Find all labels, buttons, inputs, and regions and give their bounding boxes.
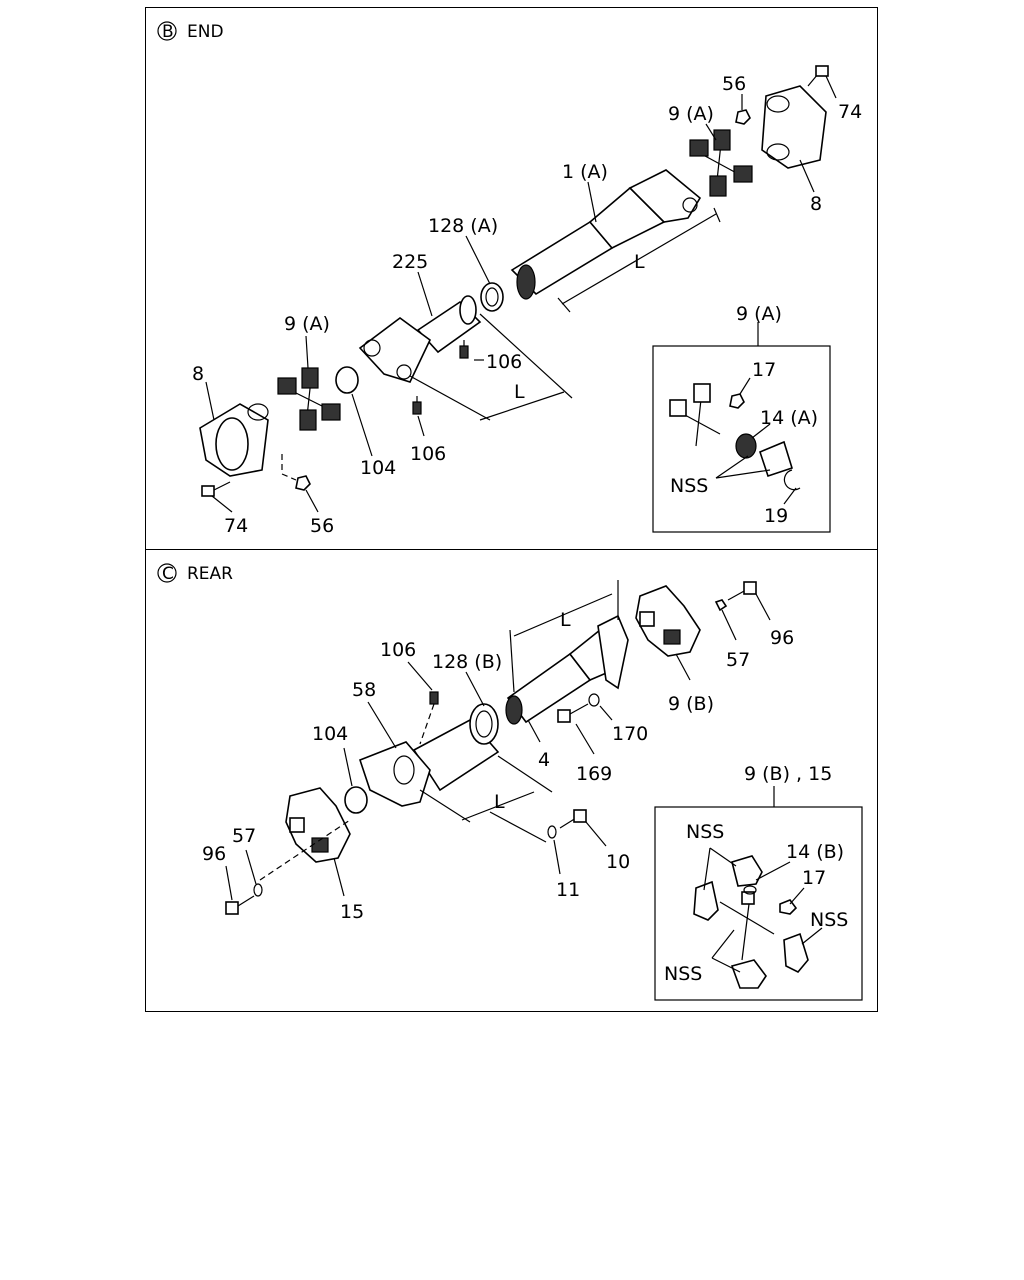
propeller-shaft-1a <box>510 169 702 300</box>
inset-9a <box>652 322 831 533</box>
section-divider <box>145 549 878 550</box>
label-8-top: 8 <box>810 193 822 215</box>
label-169: 169 <box>576 763 612 785</box>
label-17-inset-a: 17 <box>752 359 776 381</box>
bolt-96-top <box>727 581 757 601</box>
inset-9a-title: 9 (A) <box>736 303 782 325</box>
dimension-l-rear-lower <box>419 755 553 843</box>
label-56-bottom: 56 <box>310 515 334 537</box>
section-end-title: END <box>187 22 224 42</box>
label-106-upper: 106 <box>486 351 522 373</box>
bolt-96-bottom <box>225 895 255 915</box>
flange-yoke-8-left <box>199 403 269 477</box>
inset-9b-15-title: 9 (B) , 15 <box>744 763 832 785</box>
label-106-rear: 106 <box>380 639 416 661</box>
dimension-l-rear-upper <box>509 580 619 693</box>
label-4: 4 <box>538 749 550 771</box>
label-l-upper: L <box>634 251 645 273</box>
label-96-bottom: 96 <box>202 843 226 865</box>
label-74-bottom: 74 <box>224 515 248 537</box>
label-128b: 128 (B) <box>432 651 502 673</box>
slip-yoke-225 <box>358 295 482 383</box>
label-nss-inset-b-2: NSS <box>810 909 848 931</box>
bolt-169 <box>557 703 589 723</box>
seal-128a <box>480 282 504 312</box>
universal-joint-9a-left <box>277 367 341 431</box>
label-170: 170 <box>612 723 648 745</box>
label-9b: 9 (B) <box>668 693 714 715</box>
label-nss-inset-a: NSS <box>670 475 708 497</box>
label-104-end: 104 <box>360 457 396 479</box>
label-106-lower: 106 <box>410 443 446 465</box>
washer-11 <box>547 825 557 839</box>
label-57-top: 57 <box>726 649 750 671</box>
grease-fitting-106-rear <box>419 691 439 745</box>
flange-yoke-8-top <box>761 85 827 169</box>
nut-56-upper <box>735 109 751 125</box>
label-l-rear-lower: L <box>494 791 505 813</box>
label-1a: 1 (A) <box>562 161 608 183</box>
washer-57-top <box>714 599 728 612</box>
label-l-rear-upper: L <box>560 609 571 631</box>
washer-57-bottom <box>253 883 263 897</box>
section-rear-title: REAR <box>187 564 233 584</box>
label-58: 58 <box>352 679 376 701</box>
slip-yoke-58 <box>359 703 500 807</box>
label-14a: 14 (A) <box>760 407 818 429</box>
label-nss-inset-b-3: NSS <box>664 963 702 985</box>
seal-128a-inner <box>485 287 499 307</box>
label-9a-top: 9 (A) <box>668 103 714 125</box>
bolt-axis-dash <box>281 454 297 481</box>
label-96-top: 96 <box>770 627 794 649</box>
universal-joint-9a-top <box>689 129 753 197</box>
label-74-top: 74 <box>838 101 862 123</box>
label-15: 15 <box>340 901 364 923</box>
label-57-bottom: 57 <box>232 825 256 847</box>
section-end-header: B END <box>157 21 224 42</box>
u-joint-15-axis <box>259 819 351 881</box>
section-rear-header: C REAR <box>157 563 233 584</box>
section-end-badge: B <box>162 22 174 42</box>
dimension-l-upper <box>557 207 721 313</box>
bolt-74-lower <box>201 481 231 497</box>
section-rear-badge: C <box>162 564 174 584</box>
bearing-104-rear <box>344 786 368 814</box>
leaders-rear <box>225 593 771 901</box>
grease-fitting-106-upper <box>459 340 469 359</box>
label-19: 19 <box>764 505 788 527</box>
propeller-shaft-4 <box>505 614 629 725</box>
universal-joint-9b <box>635 585 701 657</box>
universal-joint-15 <box>285 787 351 863</box>
label-nss-inset-b-1: NSS <box>686 821 724 843</box>
bolt-74-upper <box>807 65 829 87</box>
bearing-104 <box>335 366 359 394</box>
leaders-end <box>205 75 837 513</box>
diagram-frame <box>145 7 878 1012</box>
label-128a: 128 (A) <box>428 215 498 237</box>
label-225: 225 <box>392 251 428 273</box>
label-56-top: 56 <box>722 73 746 95</box>
inset-9b-15 <box>654 786 863 1001</box>
bolt-10 <box>559 809 587 829</box>
label-104-rear: 104 <box>312 723 348 745</box>
label-17-inset-b: 17 <box>802 867 826 889</box>
label-8-left: 8 <box>192 363 204 385</box>
label-10: 10 <box>606 851 630 873</box>
nut-56-lower <box>295 475 311 491</box>
dimension-l-lower <box>409 313 573 421</box>
label-14b: 14 (B) <box>786 841 844 863</box>
label-11: 11 <box>556 879 580 901</box>
washer-170 <box>588 693 600 707</box>
label-9a-left: 9 (A) <box>284 313 330 335</box>
label-l-lower: L <box>514 381 525 403</box>
grease-fitting-106-lower <box>412 396 422 415</box>
